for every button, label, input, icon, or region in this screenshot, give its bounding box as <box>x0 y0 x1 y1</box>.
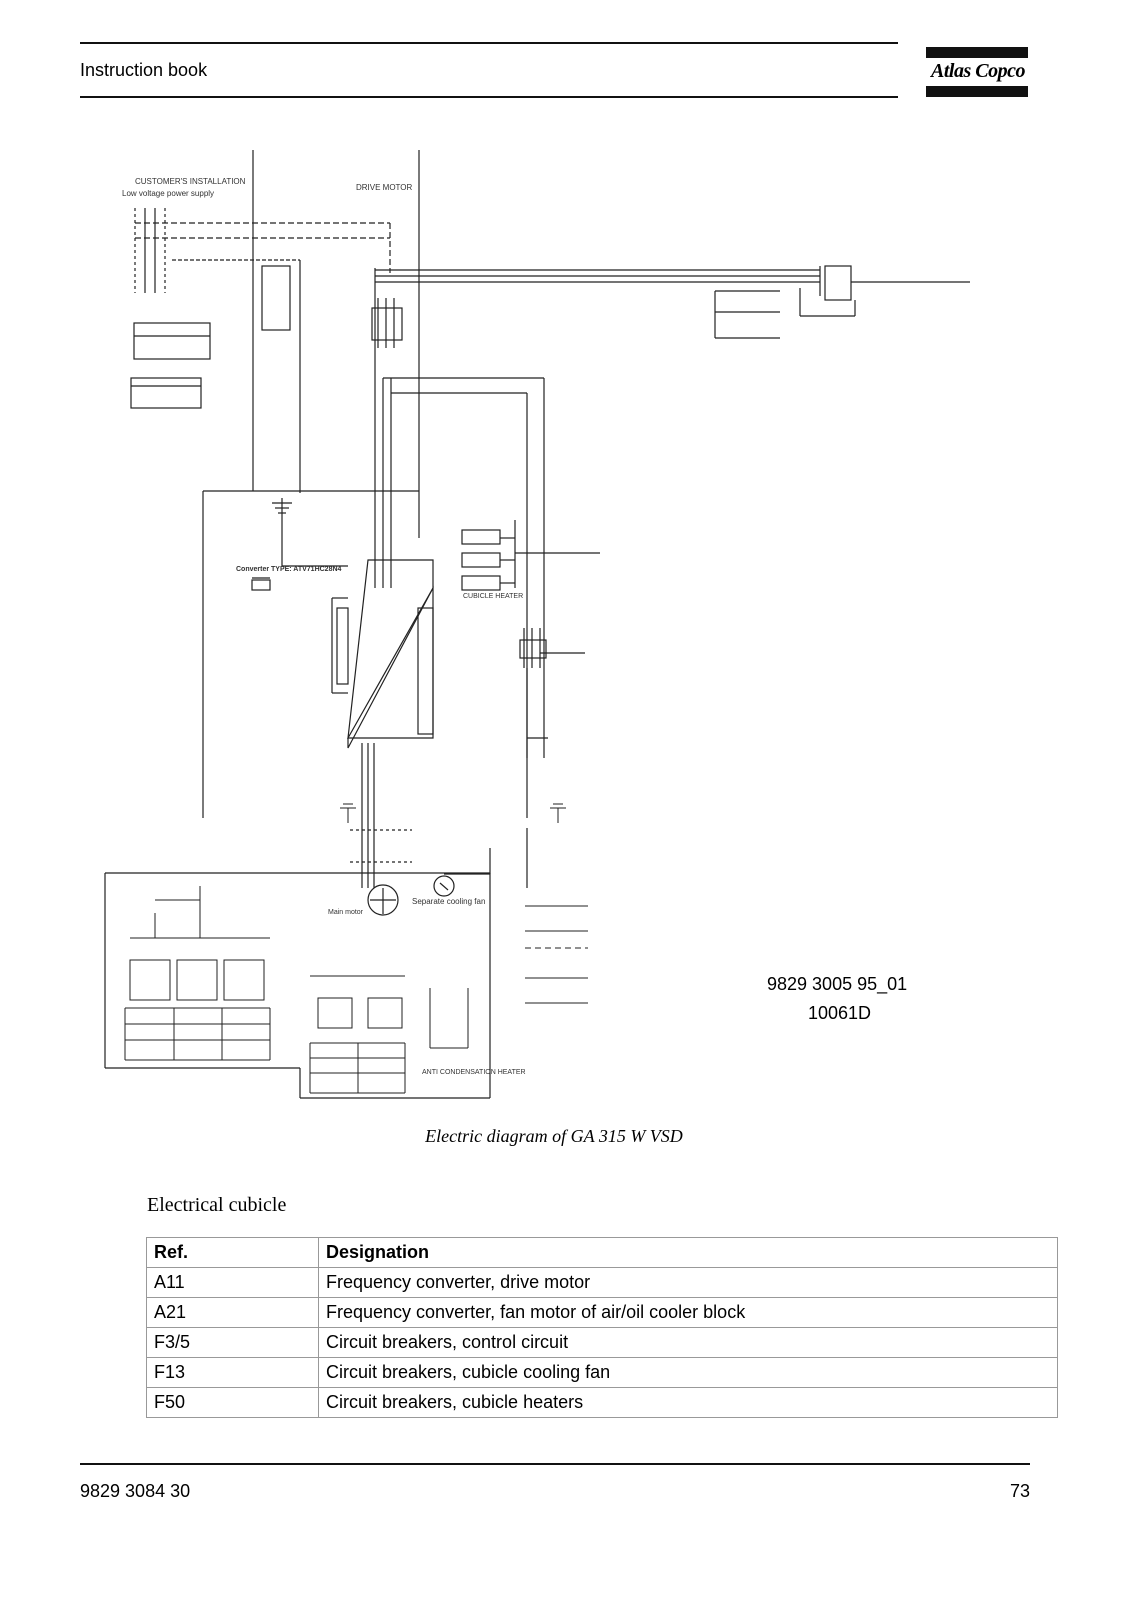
diagram-revision: 10061D <box>808 1003 872 1023</box>
label-main-motor: Main motor <box>328 909 364 916</box>
table-cell-ref: A11 <box>146 1267 319 1298</box>
logo-bar-bottom <box>926 86 1028 97</box>
diagram-number: 9829 3005 95_01 <box>767 974 908 994</box>
label-separate-cooling-fan: Separate cooling fan <box>412 897 485 906</box>
table-cell-designation: Circuit breakers, control circuit <box>318 1327 1058 1358</box>
cubicle-table: Ref. Designation A11 Frequency converter… <box>146 1237 1058 1418</box>
header-top-rule <box>80 42 898 44</box>
label-converter-type: Converter TYPE: ATV71HC28N4 <box>236 566 342 573</box>
table-row: A21 Frequency converter, fan motor of ai… <box>146 1297 1058 1328</box>
section-title: Electrical cubicle <box>147 1194 287 1216</box>
table-header-designation: Designation <box>318 1237 1058 1268</box>
header-bottom-rule <box>80 96 898 98</box>
table-row: F13 Circuit breakers, cubicle cooling fa… <box>146 1357 1058 1388</box>
table-row: A11 Frequency converter, drive motor <box>146 1267 1058 1298</box>
label-cubicle-heater: CUBICLE HEATER <box>463 593 523 600</box>
label-anti-condensation-heater: ANTI CONDENSATION HEATER <box>422 1069 526 1076</box>
label-drive-motor: DRIVE MOTOR <box>356 183 413 192</box>
brand-logo: Atlas Copco <box>931 60 1025 82</box>
table-cell-designation: Circuit breakers, cubicle cooling fan <box>318 1357 1058 1388</box>
table-cell-ref: A21 <box>146 1297 319 1328</box>
table-cell-ref: F13 <box>146 1357 319 1388</box>
table-cell-designation: Frequency converter, fan motor of air/oi… <box>318 1297 1058 1328</box>
electric-diagram: CUSTOMER'S INSTALLATION Low voltage powe… <box>104 150 970 1099</box>
footer-doc-number: 9829 3084 30 <box>80 1481 191 1501</box>
table-cell-ref: F50 <box>146 1387 319 1418</box>
footer-page-number: 73 <box>1009 1481 1030 1501</box>
figure-caption: Electric diagram of GA 315 W VSD <box>425 1126 683 1146</box>
table-row: F50 Circuit breakers, cubicle heaters <box>146 1387 1058 1418</box>
table-header-row: Ref. Designation <box>146 1237 1058 1268</box>
table-header-ref: Ref. <box>146 1237 319 1268</box>
footer-rule <box>80 1463 1030 1465</box>
table-row: F3/5 Circuit breakers, control circuit <box>146 1327 1058 1358</box>
header-title: Instruction book <box>80 60 208 80</box>
table-cell-designation: Frequency converter, drive motor <box>318 1267 1058 1298</box>
table-cell-ref: F3/5 <box>146 1327 319 1358</box>
label-low-voltage-supply: Low voltage power supply <box>122 189 214 198</box>
label-customer-installation: CUSTOMER'S INSTALLATION <box>135 177 246 186</box>
logo-bar-top <box>926 47 1028 58</box>
table-cell-designation: Circuit breakers, cubicle heaters <box>318 1387 1058 1418</box>
